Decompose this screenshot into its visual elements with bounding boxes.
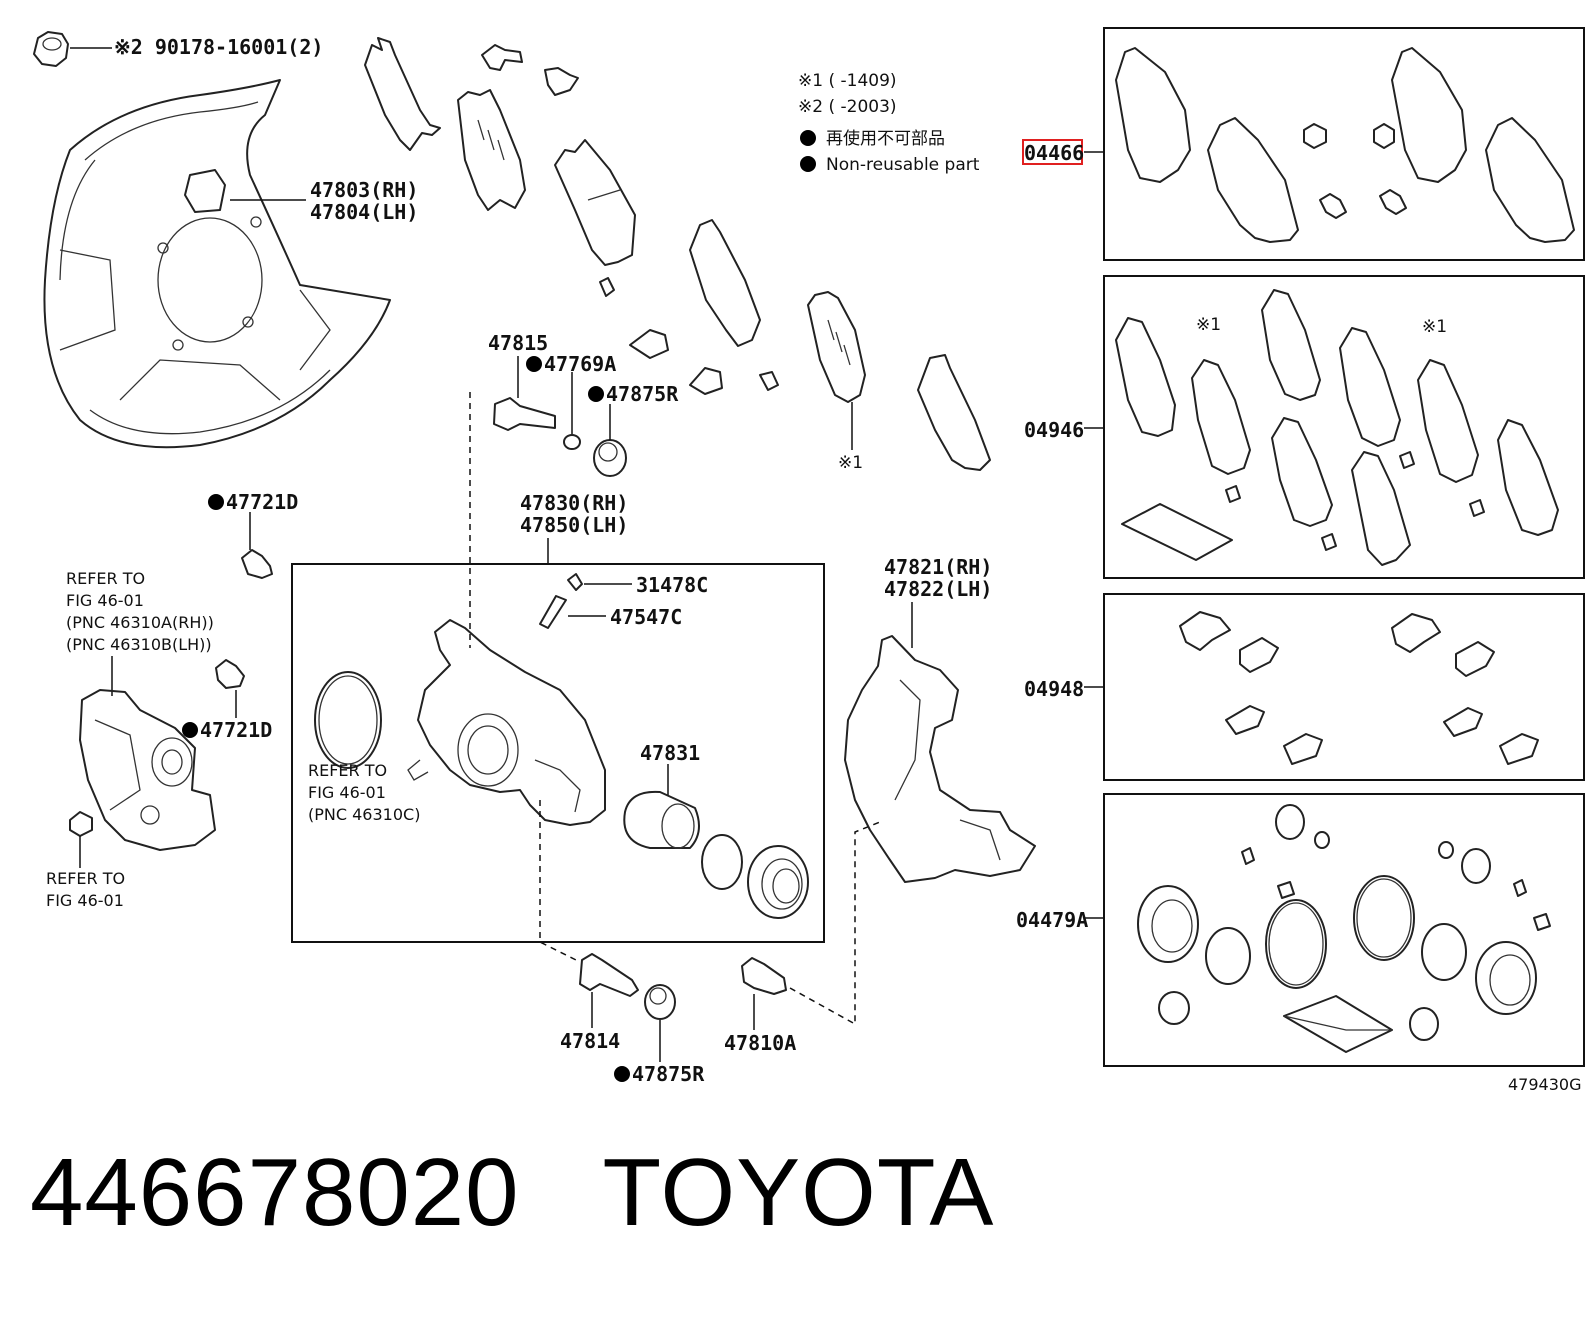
legend-note-1: ※1 ( -1409) — [798, 71, 897, 91]
non-reusable-dot-icon — [208, 494, 224, 510]
label-mount-lh: 47822(LH) — [884, 577, 992, 601]
legend-non-reusable-ja: 再使用不可部品 — [826, 128, 945, 149]
piston-seal[interactable] — [701, 834, 743, 890]
part-caption: 446678020 TOYOTA — [30, 1138, 994, 1248]
caliper-body[interactable] — [407, 619, 606, 826]
non-reusable-dot-icon — [800, 156, 816, 172]
kit-box-04479a — [1103, 793, 1585, 1067]
kit-04946-pads[interactable] — [1115, 289, 1559, 566]
label-bleeder-47547c: 47547C — [610, 605, 682, 629]
label-bush-47769a: 47769A — [544, 352, 616, 376]
outer-pad[interactable] — [457, 89, 526, 211]
slide-pin-47815[interactable] — [493, 356, 556, 431]
caption-brand: TOYOTA — [602, 1139, 995, 1246]
refer-text-line: FIG 46-01 — [308, 783, 386, 802]
pad-clip-small[interactable] — [599, 277, 615, 297]
non-reusable-dot-icon — [526, 356, 542, 372]
refer-text-line: (PNC 46310B(LH)) — [66, 635, 212, 654]
kit-box-04946 — [1103, 275, 1585, 579]
label-caliper-rh: 47830(RH) — [520, 491, 628, 515]
kit-04948-clips[interactable] — [1179, 611, 1539, 765]
label-pin-47814: 47814 — [560, 1029, 620, 1053]
label-cap-31478c: 31478C — [636, 573, 708, 597]
caption-part-number: 446678020 — [30, 1139, 520, 1246]
cylinder-boot[interactable] — [747, 845, 809, 919]
pad-shim-right[interactable] — [917, 354, 991, 471]
refer-fig-46-01-c: REFER TO FIG 46-01 — [46, 869, 125, 910]
label-dust-cover-lh: 47804(LH) — [310, 200, 418, 224]
pad-shim-mid[interactable] — [689, 219, 761, 347]
refer-fig-46-01-b: REFER TO FIG 46-01 (PNC 46310C) — [308, 761, 420, 824]
assembly-guide-line — [539, 800, 581, 963]
boot-47875r-top[interactable] — [593, 404, 627, 477]
refer-text-line: FIG 46-01 — [46, 891, 124, 910]
label-bolt-47721d-top: 47721D — [226, 490, 298, 514]
legend-non-reusable-en: Non-reusable part — [826, 155, 980, 175]
label-bolt-47721d-mid: 47721D — [200, 718, 272, 742]
label-mount-rh: 47821(RH) — [884, 555, 992, 579]
bolt-47721d-top[interactable] — [241, 512, 273, 579]
outer-pad-shim[interactable] — [364, 37, 441, 151]
inner-pad-with-marker[interactable] — [807, 291, 866, 450]
refer-text-line: FIG 46-01 — [66, 591, 144, 610]
refer-text-line: REFER TO — [66, 569, 145, 588]
non-reusable-dot-icon — [800, 130, 816, 146]
assembly-guide-line — [789, 821, 881, 1026]
kit-box-04948 — [1103, 593, 1585, 781]
bush-47769a[interactable] — [563, 372, 581, 450]
legend: ※1 ( -1409) ※2 ( -2003) 再使用不可部品 Non-reus… — [798, 71, 980, 175]
label-kit-04948: 04948 — [1024, 677, 1084, 701]
piston-47831[interactable] — [623, 764, 700, 849]
label-boot-47875r-top: 47875R — [606, 382, 679, 406]
inner-pad[interactable] — [554, 139, 636, 266]
refer-text-line: (PNC 46310A(RH)) — [66, 613, 214, 632]
bolt-47810a[interactable] — [741, 957, 787, 1030]
caliper-mounting-bracket[interactable] — [844, 602, 1036, 883]
parking-brake-actuator[interactable] — [79, 656, 216, 851]
label-pin-47815: 47815 — [488, 331, 548, 355]
bolt-47721d-mid[interactable] — [215, 659, 245, 718]
refer-text-line: (PNC 46310C) — [308, 805, 420, 824]
anti-squeal-clip[interactable] — [481, 44, 579, 96]
figure-id: 479430G — [1508, 1075, 1581, 1094]
disc-dust-cover[interactable] — [43, 79, 391, 449]
non-reusable-dot-icon — [614, 1066, 630, 1082]
kit-04479a-seals[interactable] — [1137, 804, 1551, 1053]
non-reusable-dot-icon — [588, 386, 604, 402]
label-kit-04466: 04466 — [1024, 141, 1084, 165]
label-piston-47831: 47831 — [640, 741, 700, 765]
kit-box-04466 — [1103, 27, 1585, 261]
mark-1-kit-left: ※1 — [1196, 315, 1221, 335]
bleeder-cap-31478c[interactable] — [567, 573, 632, 591]
boot-47875r-bottom[interactable] — [644, 984, 676, 1062]
pad-support-plate[interactable] — [629, 329, 779, 395]
refer-text-line: REFER TO — [46, 869, 125, 888]
caliper-assembly-box — [291, 563, 825, 943]
bleeder-plug-47547c[interactable] — [539, 595, 606, 629]
kit-04466-pads[interactable] — [1115, 47, 1575, 243]
highlight-04466 — [1022, 139, 1083, 165]
nut-90178[interactable] — [33, 31, 112, 67]
slide-pin-47814[interactable] — [579, 953, 639, 1028]
label-kit-04946: 04946 — [1024, 418, 1084, 442]
label-dust-cover-rh: 47803(RH) — [310, 178, 418, 202]
label-bolt-47810a: 47810A — [724, 1031, 796, 1055]
label-kit-04479a: 04479A — [1016, 908, 1088, 932]
non-reusable-dot-icon — [182, 722, 198, 738]
refer-fig-46-01-a: REFER TO FIG 46-01 (PNC 46310A(RH)) (PNC… — [66, 569, 214, 654]
label-nut-90178: ※2 90178-16001(2) — [114, 35, 323, 59]
label-caliper-lh: 47850(LH) — [520, 513, 628, 537]
label-boot-47875r-bottom: 47875R — [632, 1062, 705, 1086]
mark-1-pad: ※1 — [838, 453, 863, 473]
mark-1-kit-right: ※1 — [1422, 317, 1447, 337]
refer-text-line: REFER TO — [308, 761, 387, 780]
caliper-seal-ring-large[interactable] — [314, 671, 382, 769]
rubber-cap[interactable] — [69, 811, 93, 868]
legend-note-2: ※2 ( -2003) — [798, 97, 897, 117]
